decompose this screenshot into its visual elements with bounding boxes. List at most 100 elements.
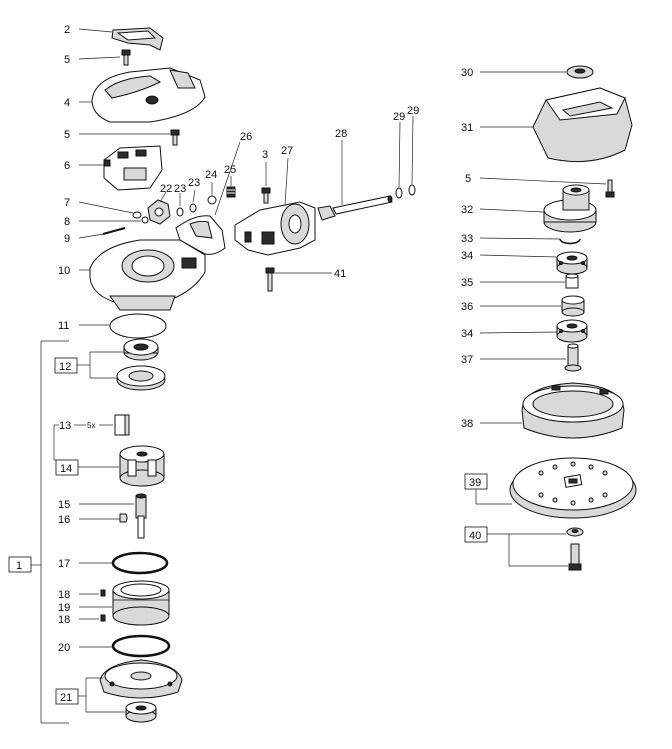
part-6-switch-assembly xyxy=(103,145,163,191)
callout-34-a: 34 xyxy=(461,250,473,262)
callout-29-a: 29 xyxy=(393,111,405,123)
callout-5-c: 5 xyxy=(465,173,471,185)
part-23-oring-a xyxy=(176,207,184,217)
part-17-oring xyxy=(111,551,169,575)
part-27-gear-housing xyxy=(234,201,316,256)
callout-3: 3 xyxy=(262,149,268,161)
callout-40: 40 xyxy=(469,530,481,542)
callout-2: 2 xyxy=(64,24,70,36)
part-9-pin xyxy=(102,227,126,235)
part-34-bearing-b xyxy=(556,319,588,343)
part-5-screw-c xyxy=(605,179,615,198)
part-5-screw-b xyxy=(170,129,180,146)
part-28-shaft xyxy=(317,195,393,221)
part-20-seal-ring xyxy=(111,634,171,658)
part-25-spring xyxy=(226,186,236,198)
part-16-key xyxy=(119,513,128,523)
part-4-housing-top xyxy=(91,67,206,123)
callout-4: 4 xyxy=(64,97,70,109)
callout-14: 14 xyxy=(60,463,72,475)
part-12-bearing-seat xyxy=(116,365,166,391)
callout-8: 8 xyxy=(64,216,70,228)
callout-box-14 xyxy=(55,459,79,476)
part-15-spindle xyxy=(135,493,147,539)
part-30-washer xyxy=(566,65,594,79)
part-39-sanding-pad xyxy=(509,457,637,519)
part-18-pin-a xyxy=(100,589,106,597)
callout-13: 13 xyxy=(59,420,71,432)
callout-26: 26 xyxy=(240,131,252,143)
callout-box-1 xyxy=(8,556,32,573)
callout-15: 15 xyxy=(58,499,70,511)
part-29-oring-a xyxy=(395,187,403,199)
part-41-screw xyxy=(265,267,275,292)
callout-22: 22 xyxy=(160,183,172,195)
callout-29-b: 29 xyxy=(407,105,419,117)
callout-34-b: 34 xyxy=(461,328,473,340)
part-37-stud xyxy=(564,343,582,372)
callout-23-a: 23 xyxy=(174,183,186,195)
callout-9: 9 xyxy=(64,233,70,245)
callout-32: 32 xyxy=(461,204,473,216)
callout-38: 38 xyxy=(461,418,473,430)
part-40-screw xyxy=(568,543,582,571)
part-40-washer xyxy=(566,527,584,537)
callout-16: 16 xyxy=(58,514,70,526)
callout-24: 24 xyxy=(205,169,217,181)
callout-21: 21 xyxy=(60,692,72,704)
callout-box-21 xyxy=(55,688,79,705)
part-22-gear xyxy=(147,199,171,225)
callout-19: 19 xyxy=(58,602,70,614)
callout-17: 17 xyxy=(58,558,70,570)
callout-7: 7 xyxy=(64,197,70,209)
part-11-gasket-ring xyxy=(109,313,167,339)
callout-box-12 xyxy=(54,357,78,374)
callout-39: 39 xyxy=(469,477,481,489)
part-32-eccentric xyxy=(543,184,597,233)
bracket-assembly-1 xyxy=(31,340,69,724)
callout-27: 27 xyxy=(281,145,293,157)
part-2-cover-plate xyxy=(111,27,164,51)
part-12-bearing xyxy=(123,338,159,361)
callout-36: 36 xyxy=(461,301,473,313)
callout-box-40 xyxy=(464,526,488,543)
callout-35: 35 xyxy=(461,277,473,289)
part-24-ball xyxy=(207,195,217,205)
part-21-bottom-plate xyxy=(99,659,183,699)
callout-5-a: 5 xyxy=(64,54,70,66)
part-14-rotor xyxy=(119,445,165,487)
callout-1: 1 xyxy=(16,560,22,572)
part-34-bearing-a xyxy=(556,251,588,275)
callout-13-quantity: 5x xyxy=(87,421,95,430)
callout-31: 31 xyxy=(461,122,473,134)
part-23-oring-b xyxy=(189,203,197,213)
part-21-bearing xyxy=(125,701,157,723)
part-3-screw xyxy=(261,187,271,204)
callout-37: 37 xyxy=(461,354,473,366)
callout-28: 28 xyxy=(335,128,347,140)
callout-20: 20 xyxy=(58,642,70,654)
part-7-washer xyxy=(132,211,142,219)
part-29-oring-b xyxy=(408,184,416,196)
callout-6: 6 xyxy=(64,160,70,172)
part-33-circlip xyxy=(559,238,581,245)
part-26-bellows xyxy=(175,215,226,255)
callout-41: 41 xyxy=(334,268,346,280)
part-5-screw-a xyxy=(121,49,131,66)
part-19-stator-ring xyxy=(112,580,170,626)
callout-30: 30 xyxy=(461,67,473,79)
callout-18-a: 18 xyxy=(58,589,70,601)
callout-33: 33 xyxy=(461,233,473,245)
callout-11: 11 xyxy=(58,320,69,332)
callout-12: 12 xyxy=(59,361,71,373)
part-35-sleeve xyxy=(565,273,579,289)
part-18-pin-b xyxy=(100,614,106,622)
callout-5-b: 5 xyxy=(64,129,70,141)
callout-18-b: 18 xyxy=(58,614,70,626)
part-8-ring xyxy=(141,216,149,224)
part-36-bushing xyxy=(561,295,585,317)
callout-23-b: 23 xyxy=(188,177,200,189)
callout-10: 10 xyxy=(58,265,70,277)
part-31-hood xyxy=(532,87,633,163)
